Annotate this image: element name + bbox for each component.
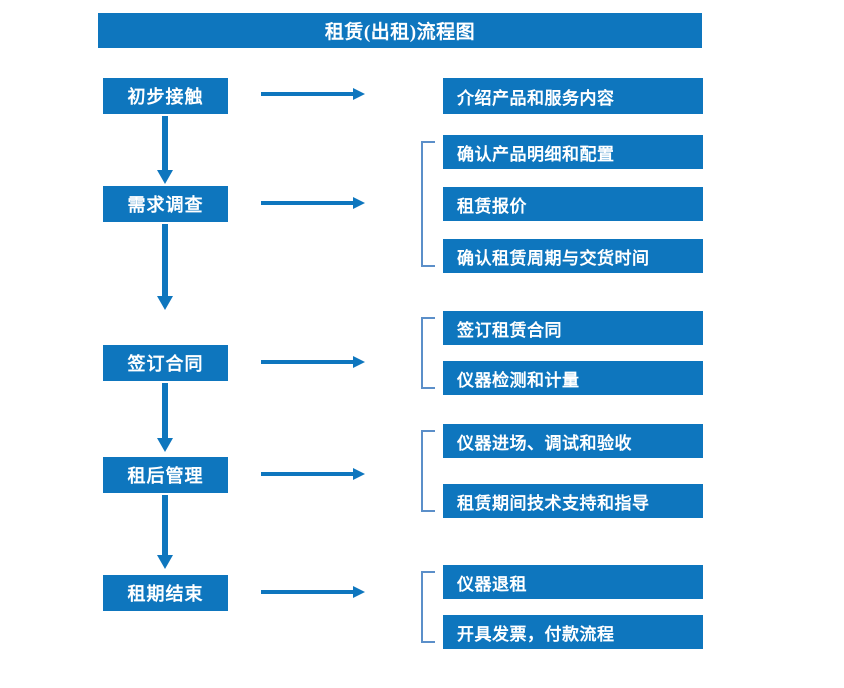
arrow-down-stage-3 xyxy=(157,383,173,452)
task-box-3-2[interactable]: 仪器检测和计量 xyxy=(443,361,703,395)
group-bracket-stage-3 xyxy=(421,317,435,389)
arrow-down-stage-1 xyxy=(157,116,173,184)
arrow-right-stage-2 xyxy=(261,197,365,209)
task-box-5-1[interactable]: 仪器退租 xyxy=(443,565,703,599)
group-bracket-stage-4 xyxy=(421,430,435,512)
group-bracket-stage-5 xyxy=(421,571,435,643)
page-title: 租赁(出租)流程图 xyxy=(98,13,702,48)
task-box-1-1[interactable]: 介绍产品和服务内容 xyxy=(443,78,703,114)
task-box-5-2[interactable]: 开具发票，付款流程 xyxy=(443,615,703,649)
group-bracket-stage-2 xyxy=(421,141,435,267)
task-box-2-2[interactable]: 租赁报价 xyxy=(443,187,703,221)
task-box-4-2[interactable]: 租赁期间技术支持和指导 xyxy=(443,484,703,518)
task-box-4-1[interactable]: 仪器进场、调试和验收 xyxy=(443,424,703,458)
arrow-right-stage-4 xyxy=(261,468,365,480)
arrow-right-stage-1 xyxy=(261,88,365,100)
task-box-2-1[interactable]: 确认产品明细和配置 xyxy=(443,135,703,169)
stage-node-3[interactable]: 签订合同 xyxy=(103,345,228,381)
stage-node-2[interactable]: 需求调查 xyxy=(103,186,228,222)
stage-node-5[interactable]: 租期结束 xyxy=(103,575,228,611)
task-box-3-1[interactable]: 签订租赁合同 xyxy=(443,311,703,345)
arrow-down-stage-4 xyxy=(157,495,173,569)
arrow-down-stage-2 xyxy=(157,224,173,310)
arrow-right-stage-3 xyxy=(261,356,365,368)
arrow-right-stage-5 xyxy=(261,586,365,598)
task-box-2-3[interactable]: 确认租赁周期与交货时间 xyxy=(443,239,703,273)
stage-node-4[interactable]: 租后管理 xyxy=(103,457,228,493)
stage-node-1[interactable]: 初步接触 xyxy=(103,78,228,114)
